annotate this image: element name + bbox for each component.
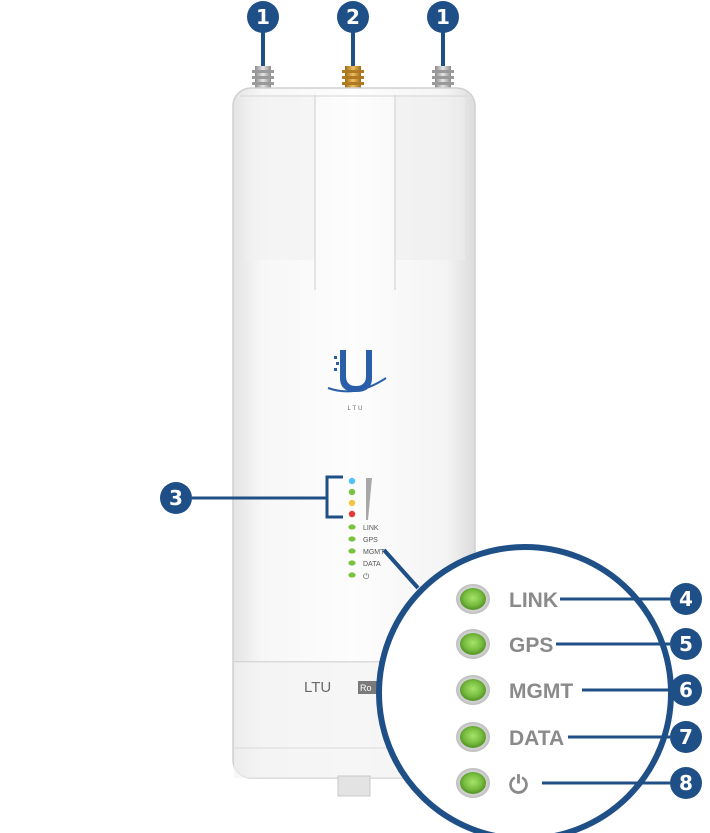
- svg-text:6: 6: [679, 678, 693, 702]
- svg-text:7: 7: [679, 725, 693, 749]
- callout-badge-5: 5: [670, 628, 702, 660]
- svg-text:1: 1: [436, 5, 450, 29]
- brand-suffix-box: [358, 681, 380, 694]
- brand-suffix: Ro: [360, 683, 372, 693]
- left-antenna-connector: [252, 66, 274, 90]
- small-power-icon: ⏻: [363, 572, 370, 581]
- right-antenna-connector: [432, 66, 454, 90]
- small-led-label-mgmt: MGMT: [363, 549, 385, 556]
- small-led-label-data: DATA: [363, 561, 381, 568]
- signal-led-green: [348, 488, 356, 496]
- zoom-label-data: DATA: [509, 727, 564, 750]
- small-led-label-gps: GPS: [363, 537, 378, 544]
- callout-badge-4: 4: [670, 583, 702, 615]
- signal-strength-leds: [348, 477, 372, 520]
- power-icon: ⏻: [509, 771, 528, 799]
- svg-text:1: 1: [256, 5, 270, 29]
- signal-led-red: [348, 510, 356, 518]
- zoom-label-gps: GPS: [509, 634, 553, 657]
- callout-badge-6: 6: [670, 674, 702, 706]
- small-led-label-link: LINK: [363, 525, 379, 532]
- callout-badge-2: 2: [337, 1, 369, 33]
- svg-text:8: 8: [679, 771, 693, 795]
- svg-text:3: 3: [169, 486, 183, 510]
- svg-text:4: 4: [679, 587, 693, 611]
- status-led-panel: [348, 524, 356, 578]
- logo-subtext: LTU: [348, 406, 365, 412]
- gps-antenna-connector: [342, 66, 364, 90]
- zoom-leader: [382, 548, 420, 590]
- ubiquiti-logo: [327, 350, 387, 393]
- callout-badge-1-right: 1: [427, 1, 459, 33]
- svg-text:2: 2: [346, 5, 360, 29]
- signal-led-yellow: [348, 499, 356, 507]
- zoom-label-mgmt: MGMT: [509, 680, 573, 703]
- zoom-leds: [456, 584, 490, 798]
- brand-label: LTU: [304, 679, 331, 696]
- svg-text:5: 5: [679, 632, 693, 656]
- callout-badge-3: 3: [160, 482, 192, 514]
- callout-badge-1-left: 1: [247, 1, 279, 33]
- callout-badge-8: 8: [670, 767, 702, 799]
- zoom-label-link: LINK: [509, 589, 558, 612]
- signal-bracket: [325, 475, 343, 519]
- signal-led-blue: [348, 477, 356, 485]
- callout-badge-7: 7: [670, 721, 702, 753]
